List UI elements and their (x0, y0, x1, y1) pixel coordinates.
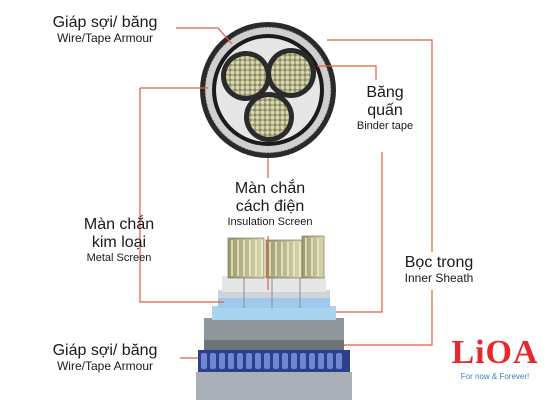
leader-armour-top (176, 27, 233, 45)
cable-cutaway (196, 235, 352, 400)
label-armour-bottom: Giáp sợi/ băng Wire/Tape Armour (30, 342, 180, 373)
label-inner-sheath-en: Inner Sheath (404, 270, 474, 285)
label-insulation-screen: Màn chắn cách điện Insulation Screen (208, 180, 332, 228)
logo-tagline: For now & Forever! (460, 372, 530, 381)
label-inner-sheath-vi: Bọc trong (404, 254, 474, 271)
cable-cross-section (200, 22, 336, 158)
logo-wordmark: LiOA (451, 334, 539, 371)
label-armour-top-vi: Giáp sợi/ băng (52, 14, 158, 31)
label-metal-screen-vi-1: Màn chắn (83, 216, 155, 233)
conductor-core-left (221, 51, 271, 101)
label-binder-tape-vi-2: quấn (367, 101, 403, 119)
label-metal-screen: Màn chắn kim loại Metal Screen (64, 216, 174, 264)
label-armour-bottom-vi: Giáp sợi/ băng (52, 342, 158, 359)
conductor-core-bottom (244, 92, 294, 142)
label-binder-tape: Băng quấn Binder tape (340, 84, 430, 132)
leader-lines (139, 27, 433, 359)
leader-metal-screen-down (139, 88, 224, 303)
label-insulation-screen-vi-2: cách điện (235, 197, 305, 215)
label-armour-top-en: Wire/Tape Armour (56, 30, 154, 45)
label-binder-tape-en: Binder tape (356, 119, 414, 132)
leader-binder-tape (317, 65, 377, 80)
label-binder-tape-vi-1: Băng (366, 84, 404, 101)
label-armour-bottom-en: Wire/Tape Armour (56, 358, 154, 373)
leader-inner-sheath-down (344, 290, 433, 346)
conductor-core-right (266, 48, 316, 98)
leader-binder-tape-down (336, 152, 383, 313)
label-inner-sheath: Bọc trong Inner Sheath (394, 254, 484, 285)
lioa-logo: LiOA For now & Forever! (430, 334, 560, 382)
label-armour-top: Giáp sợi/ băng Wire/Tape Armour (30, 14, 180, 45)
leader-inner-sheath (327, 39, 433, 252)
label-insulation-screen-en: Insulation Screen (227, 215, 313, 228)
label-insulation-screen-vi-1: Màn chắn (234, 180, 306, 197)
label-metal-screen-vi-2: kim loại (91, 233, 147, 251)
label-metal-screen-en: Metal Screen (86, 251, 152, 264)
